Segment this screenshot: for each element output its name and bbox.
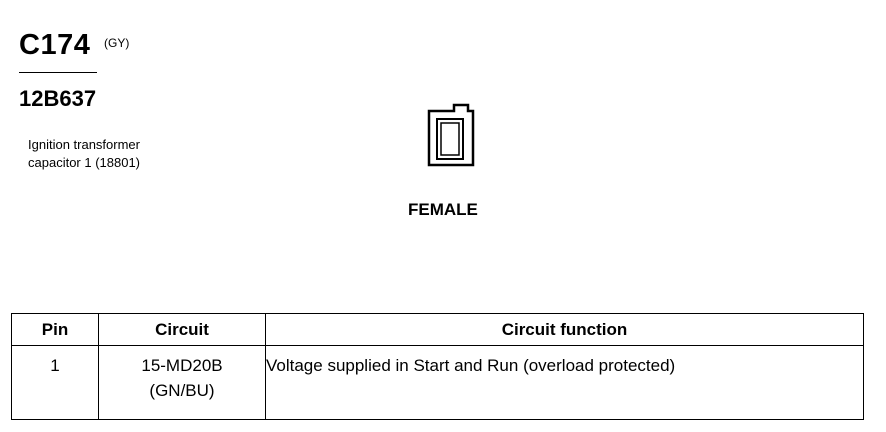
pin-table: Pin Circuit Circuit function 1 15-MD20B …	[11, 313, 864, 420]
description-line-2: capacitor 1 (18801)	[28, 155, 141, 170]
gender-label: FEMALE	[408, 200, 478, 219]
part-number: 12B637	[19, 86, 97, 111]
title-underline	[19, 72, 97, 73]
header-pin: Pin	[11, 313, 99, 346]
cell-pin: 1	[11, 345, 99, 420]
cell-circuit: 15-MD20B (GN/BU)	[98, 345, 266, 420]
color-code: (GY)	[104, 36, 130, 50]
wire-color: (GN/BU)	[149, 381, 215, 400]
table-row: 1 15-MD20B (GN/BU) Voltage supplied in S…	[11, 345, 864, 420]
circuit-number: 15-MD20B	[141, 356, 223, 375]
connector-id: C174	[19, 29, 91, 61]
header-circuit: Circuit	[98, 313, 266, 346]
cell-circuit-function: Voltage supplied in Start and Run (overl…	[265, 345, 864, 420]
connector-description: Ignition transformer capacitor 1 (18801)	[28, 136, 228, 172]
description-line-1: Ignition transformer	[28, 137, 140, 152]
header-circuit-function: Circuit function	[265, 313, 864, 346]
connector-face-icon	[426, 101, 478, 176]
table-header-row: Pin Circuit Circuit function	[11, 313, 864, 346]
